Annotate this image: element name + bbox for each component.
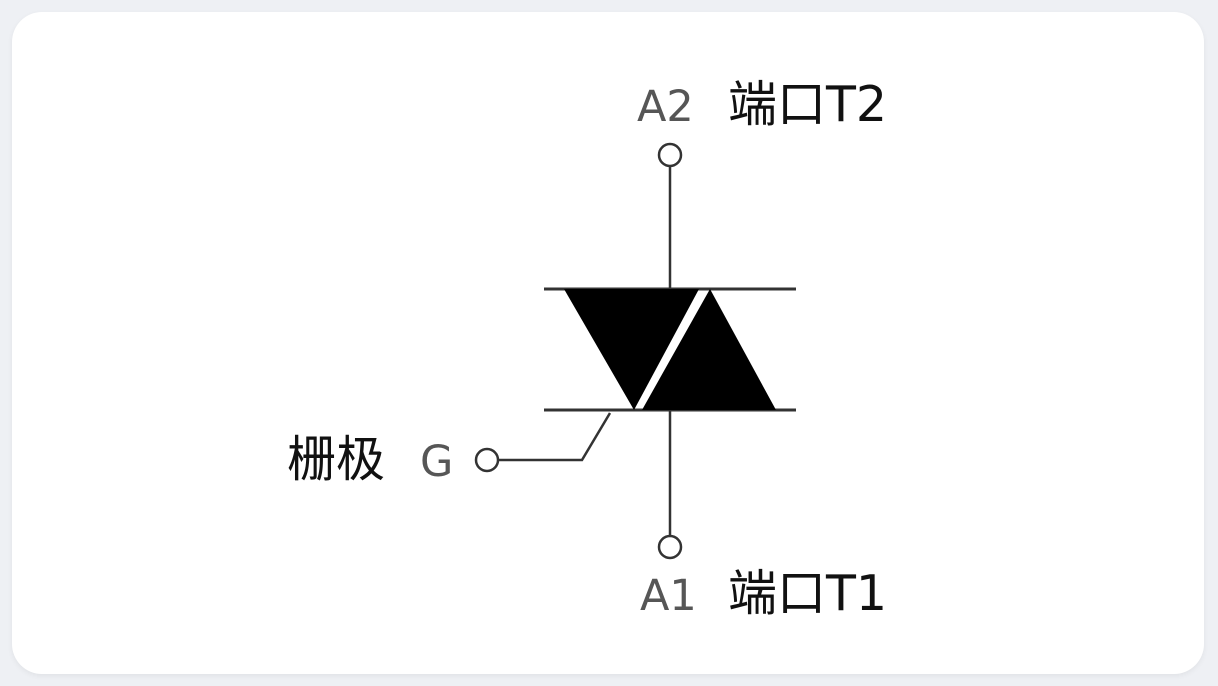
top-terminal-label: 端口T2 bbox=[728, 76, 887, 133]
gate-pin-label: G bbox=[420, 437, 453, 487]
gate-lead-wire bbox=[498, 412, 612, 462]
gate-terminal-circle bbox=[474, 447, 500, 473]
bottom-terminal-circle bbox=[657, 534, 683, 560]
top-pin-label: A2 bbox=[637, 82, 694, 132]
left-triangle bbox=[564, 289, 699, 410]
gate-terminal-label: 栅极 bbox=[287, 431, 385, 488]
bottom-pin-label: A1 bbox=[640, 571, 697, 621]
right-triangle bbox=[642, 289, 776, 410]
bottom-terminal-label: 端口T1 bbox=[728, 565, 887, 622]
top-terminal-circle bbox=[657, 142, 683, 168]
